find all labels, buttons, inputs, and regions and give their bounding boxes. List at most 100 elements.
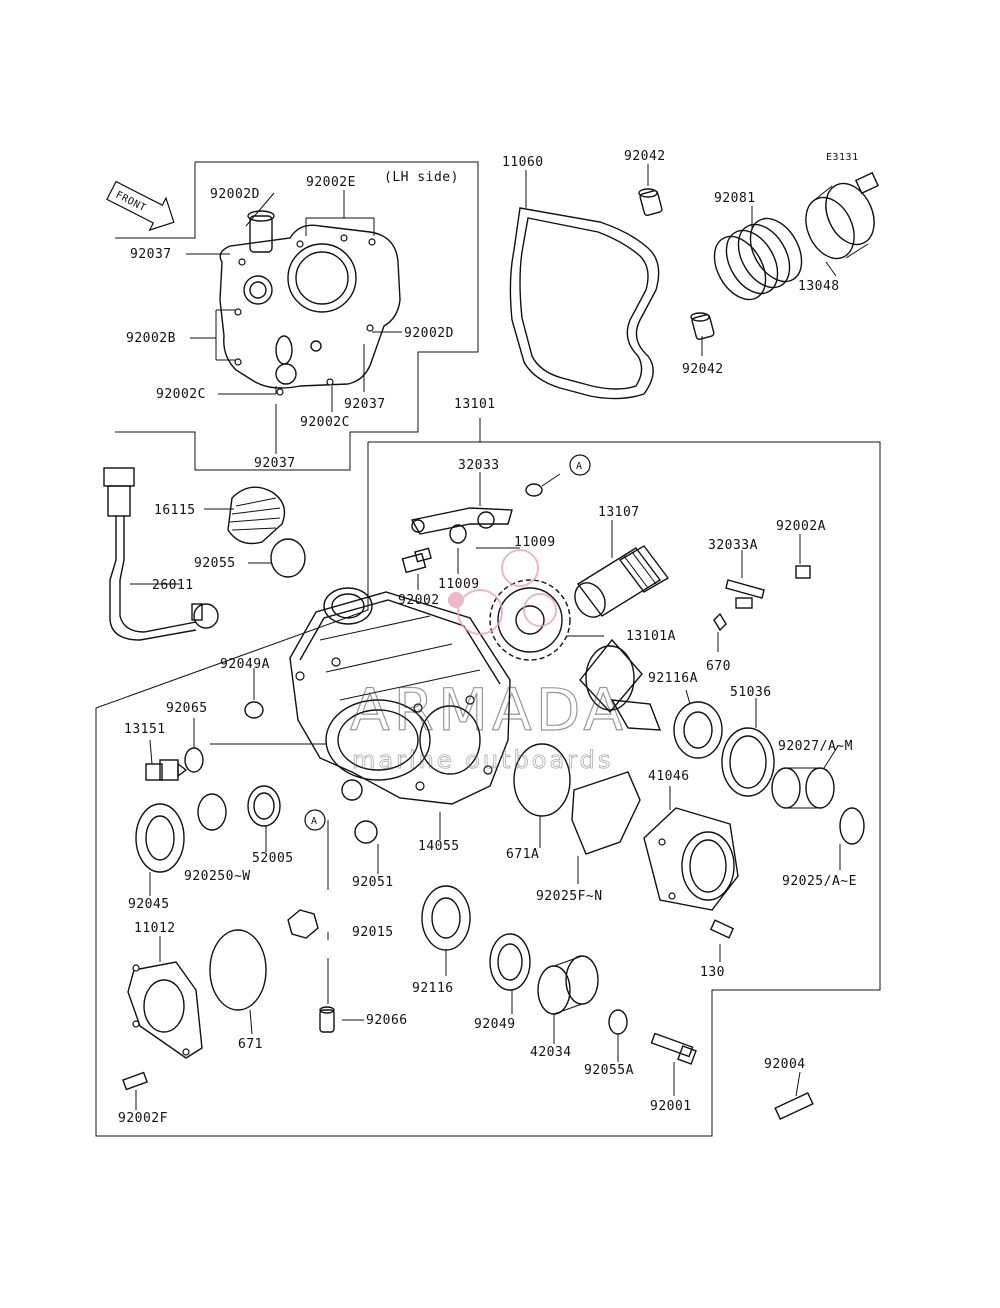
spring-92081-part xyxy=(713,217,803,301)
part-label: 670 xyxy=(706,659,731,674)
watermark-subtitle: marine outboards xyxy=(352,746,613,774)
shaft-13107-part xyxy=(574,545,670,618)
part-label: 13151 xyxy=(124,722,166,737)
part-label: 671A xyxy=(506,847,539,862)
washer-case-part xyxy=(341,779,363,801)
part-label: 130 xyxy=(700,965,725,980)
part-label: 16115 xyxy=(154,503,196,518)
part-label: 92037 xyxy=(254,456,296,471)
leader-lines xyxy=(130,164,841,1110)
pin-92066-part xyxy=(319,1006,335,1033)
cap-16115-part xyxy=(227,486,286,545)
part-label: 13101A xyxy=(626,629,676,644)
cover-11012-part xyxy=(127,961,203,1059)
washer-92065-part xyxy=(184,747,204,773)
part-label: 92002E xyxy=(306,175,356,190)
shim-92025-part xyxy=(839,807,865,845)
shim-92025F-part xyxy=(571,771,641,855)
diagram-code: E3131 xyxy=(826,152,859,163)
part-label: 52005 xyxy=(252,851,294,866)
part-label: 920250~W xyxy=(184,869,251,884)
watermark-logo-icon xyxy=(448,549,557,635)
front-arrow-icon: FRONT xyxy=(106,180,175,232)
part-label: 51036 xyxy=(730,685,772,700)
bearing-92116-part xyxy=(421,885,471,951)
sensor-harness-26011-part xyxy=(103,467,219,641)
part-label: 11012 xyxy=(134,921,176,936)
part-label: 92002D xyxy=(210,187,260,202)
part-label: 26011 xyxy=(152,578,194,593)
shim-920250-part xyxy=(197,793,227,831)
part-label: 92002D xyxy=(404,326,454,341)
part-label: 92002C xyxy=(300,415,350,430)
stud-92004-part xyxy=(774,1092,814,1120)
part-label: 11009 xyxy=(438,577,480,592)
part-label: 42034 xyxy=(530,1045,572,1060)
part-label: 14055 xyxy=(418,839,460,854)
seal-51036-part xyxy=(721,727,775,797)
o-ring-92055A-part xyxy=(608,1009,628,1035)
part-label: 92116 xyxy=(412,981,454,996)
seal-52005-part xyxy=(247,785,281,827)
part-label: 92055 xyxy=(194,556,236,571)
part-label: 32033A xyxy=(708,538,758,553)
part-label: 92081 xyxy=(714,191,756,206)
watermark-title: ARMADA xyxy=(350,676,627,744)
part-label: 92065 xyxy=(166,701,208,716)
part-label: 92037 xyxy=(344,397,386,412)
housing-41046-part xyxy=(643,807,739,911)
gear-case-14055-part xyxy=(289,587,511,805)
gear-sleeve-13048-part xyxy=(805,171,880,260)
part-label: 92042 xyxy=(682,362,724,377)
gear-13101-part xyxy=(489,579,662,731)
part-label: 92066 xyxy=(366,1013,408,1028)
washer-11009-part xyxy=(449,524,467,544)
dowel-pin-92042-lower-part xyxy=(690,312,715,340)
part-label: 92042 xyxy=(624,149,666,164)
part-label: 92002C xyxy=(156,387,206,402)
spacer-92027-part xyxy=(771,767,835,809)
part-label: 92037 xyxy=(130,247,172,262)
bolt-92002A-part xyxy=(795,565,811,579)
washer-92051-part xyxy=(354,820,378,844)
switch-13151-part xyxy=(145,759,188,781)
nut-92015-part xyxy=(287,909,319,939)
diagram-frames xyxy=(95,161,881,1137)
bolt-92002F-part xyxy=(122,1071,148,1091)
part-label: 92002B xyxy=(126,331,176,346)
seal-92049A-part xyxy=(244,701,264,719)
gasket-11060-part xyxy=(509,207,660,400)
part-label: 92025F~N xyxy=(536,889,603,904)
bracket-32033-part xyxy=(410,507,513,535)
callout-marker-a-lower: A xyxy=(304,809,326,831)
part-label: 92001 xyxy=(650,1099,692,1114)
part-label: 92002F xyxy=(118,1111,168,1126)
part-label: 11060 xyxy=(502,155,544,170)
lh-side-cover-part xyxy=(219,210,401,396)
bolt-92001-part xyxy=(650,1032,697,1065)
part-label: 13107 xyxy=(598,505,640,520)
washer-top-part xyxy=(525,483,543,497)
seal-92049-part xyxy=(489,933,531,991)
bracket-32033A-part xyxy=(725,579,765,609)
callout-marker-a-lower-label: A xyxy=(311,816,318,827)
o-ring-92055-part xyxy=(270,538,306,578)
part-label: 13048 xyxy=(798,279,840,294)
part-label: 671 xyxy=(238,1037,263,1052)
dowel-pin-92042-part xyxy=(638,188,663,216)
bearing-92045-part xyxy=(135,803,185,873)
part-label: 92004 xyxy=(764,1057,806,1072)
part-label: 92049A xyxy=(220,657,270,672)
part-label: 92045 xyxy=(128,897,170,912)
watermark: ARMADA marine outboards xyxy=(349,549,627,774)
part-label: 32033 xyxy=(458,458,500,473)
o-ring-671A-part xyxy=(513,743,571,817)
pin-670-part xyxy=(713,612,727,632)
part-label: 13101 xyxy=(454,397,496,412)
part-label: 92055A xyxy=(584,1063,634,1078)
part-label: 92002 xyxy=(398,593,440,608)
part-labels: 92002D 92002E 92037 92002B 92002D 92002C… xyxy=(118,149,856,1126)
inset-caption: (LH side) xyxy=(384,170,459,185)
callout-marker-a: A xyxy=(569,454,591,476)
